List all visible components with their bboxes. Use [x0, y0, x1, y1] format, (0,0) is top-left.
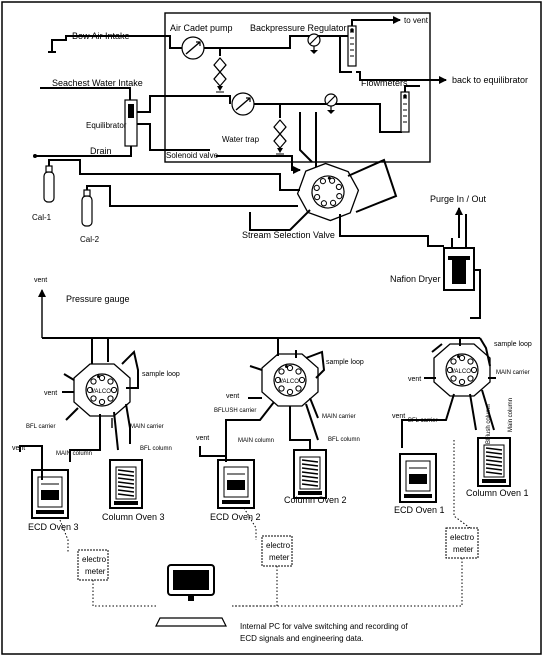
- label-electrometer-3-line2: meter: [85, 567, 106, 576]
- label-bflush-column-1: BFlush column: [486, 404, 492, 444]
- label-main-carrier-3: MAIN carrier: [130, 424, 164, 430]
- label-stream-selection-valve: Stream Selection Valve: [242, 230, 335, 240]
- label-vent-v2: vent: [226, 393, 239, 400]
- label-sample-loop-2: sample loop: [326, 359, 364, 366]
- label-back-to-equilibrator: back to equilibrator: [452, 75, 528, 85]
- label-vent-ecd1: vent: [392, 413, 405, 420]
- seachest-line: [40, 87, 131, 100]
- electrometer-2-box: [261, 535, 293, 567]
- label-main-column-2: MAIN column: [238, 438, 274, 444]
- label-seachest-water-intake: Seachest Water Intake: [52, 78, 143, 88]
- flowmeter-1-icon: [347, 25, 357, 67]
- label-flowmeters: Flowmeters: [361, 78, 408, 88]
- ecd-oven-3-icon: [31, 469, 69, 519]
- nafion-dryer-icon: [443, 238, 475, 291]
- label-column-oven-2: Column Oven 2: [284, 495, 347, 505]
- column-oven-1-icon: [477, 437, 511, 487]
- electrometer-1-box: [445, 527, 479, 559]
- label-nafion-dryer: Nafion Dryer: [390, 274, 441, 284]
- column-oven-2-icon: [293, 449, 327, 499]
- label-electrometer-3-line1: electro: [82, 555, 107, 564]
- flowmeter-2-icon: [400, 91, 410, 133]
- label-vent-ecd2: vent: [196, 435, 209, 442]
- label-electrometer-2-line2: meter: [269, 553, 290, 562]
- label-vent-v1: vent: [408, 376, 421, 383]
- label-bflush-carrier-2: BFLUSH carrier: [214, 408, 256, 414]
- label-backpressure-regulator: Backpressure Regulator: [250, 23, 347, 33]
- label-bfl-column-3: BFL column: [140, 446, 172, 452]
- label-bfl-carrier-1: BFL carrier: [408, 418, 437, 424]
- label-air-cadet-pump: Air Cadet pump: [170, 23, 233, 33]
- computer-icon[interactable]: [155, 564, 227, 627]
- pc-caption-line1: Internal PC for valve switching and reco…: [240, 622, 408, 631]
- label-column-oven-3: Column Oven 3: [102, 512, 165, 522]
- label-ecd-oven-1: ECD Oven 1: [394, 505, 445, 515]
- ecd-oven-2-icon: [217, 459, 255, 509]
- cal-2-cylinder-icon: [81, 189, 93, 227]
- water-trap-icon: [273, 119, 287, 155]
- label-water-trap: Water trap: [222, 135, 260, 144]
- label-purge-in-out: Purge In / Out: [430, 194, 487, 204]
- label-cal-1: Cal-1: [32, 213, 52, 222]
- ecd-oven-1-icon: [399, 453, 437, 503]
- signal-wires: [92, 558, 463, 607]
- label-bow-air-intake: Bow Air Intake: [72, 31, 130, 41]
- label-vent-top: vent: [34, 277, 47, 284]
- valve-2-tag: VALCO: [279, 379, 299, 385]
- pc-caption-line2: ECD signals and engineering data.: [240, 634, 364, 643]
- label-bfl-carrier-3: BFL carrier: [26, 424, 55, 430]
- cal-1-cylinder-icon: [43, 165, 55, 203]
- label-electrometer-1-line2: meter: [453, 545, 474, 554]
- label-main-carrier-1: MAIN carrier: [496, 370, 530, 376]
- valve-1-tag: VALCO: [451, 369, 471, 375]
- water-trap-1-icon: [213, 57, 227, 93]
- column-oven-3-icon: [109, 459, 143, 509]
- label-vent-v3: vent: [44, 390, 57, 397]
- label-to-vent: to vent: [404, 16, 429, 25]
- label-equilibrator: Equilibrator: [86, 121, 127, 130]
- label-main-carrier-2: MAIN carrier: [322, 414, 356, 420]
- pressure-gauge-2-icon: [324, 93, 338, 115]
- label-sample-loop-3: sample loop: [142, 371, 180, 378]
- valve-3-tag: VALCO: [91, 389, 111, 395]
- label-main-column-3: MAIN column: [56, 451, 92, 457]
- label-ecd-oven-2: ECD Oven 2: [210, 512, 261, 522]
- label-cal-2: Cal-2: [80, 235, 100, 244]
- label-sample-loop-1: sample loop: [494, 341, 532, 348]
- label-vent-ecd3: vent: [12, 445, 25, 452]
- label-bfl-column-2: BFL column: [328, 437, 360, 443]
- label-electrometer-1-line1: electro: [450, 533, 475, 542]
- pressure-gauge-icon: [307, 33, 321, 55]
- bow-air-line: [51, 35, 182, 52]
- label-pressure-gauge: Pressure gauge: [66, 294, 130, 304]
- label-ecd-oven-3: ECD Oven 3: [28, 522, 79, 532]
- label-drain: Drain: [90, 146, 112, 156]
- label-main-column-1: Main column: [508, 398, 514, 432]
- sampling-enclosure: [164, 12, 431, 163]
- label-electrometer-2-line1: electro: [266, 541, 291, 550]
- label-column-oven-1: Column Oven 1: [466, 488, 529, 498]
- label-solenoid-valve: Solenoid valve: [166, 151, 219, 160]
